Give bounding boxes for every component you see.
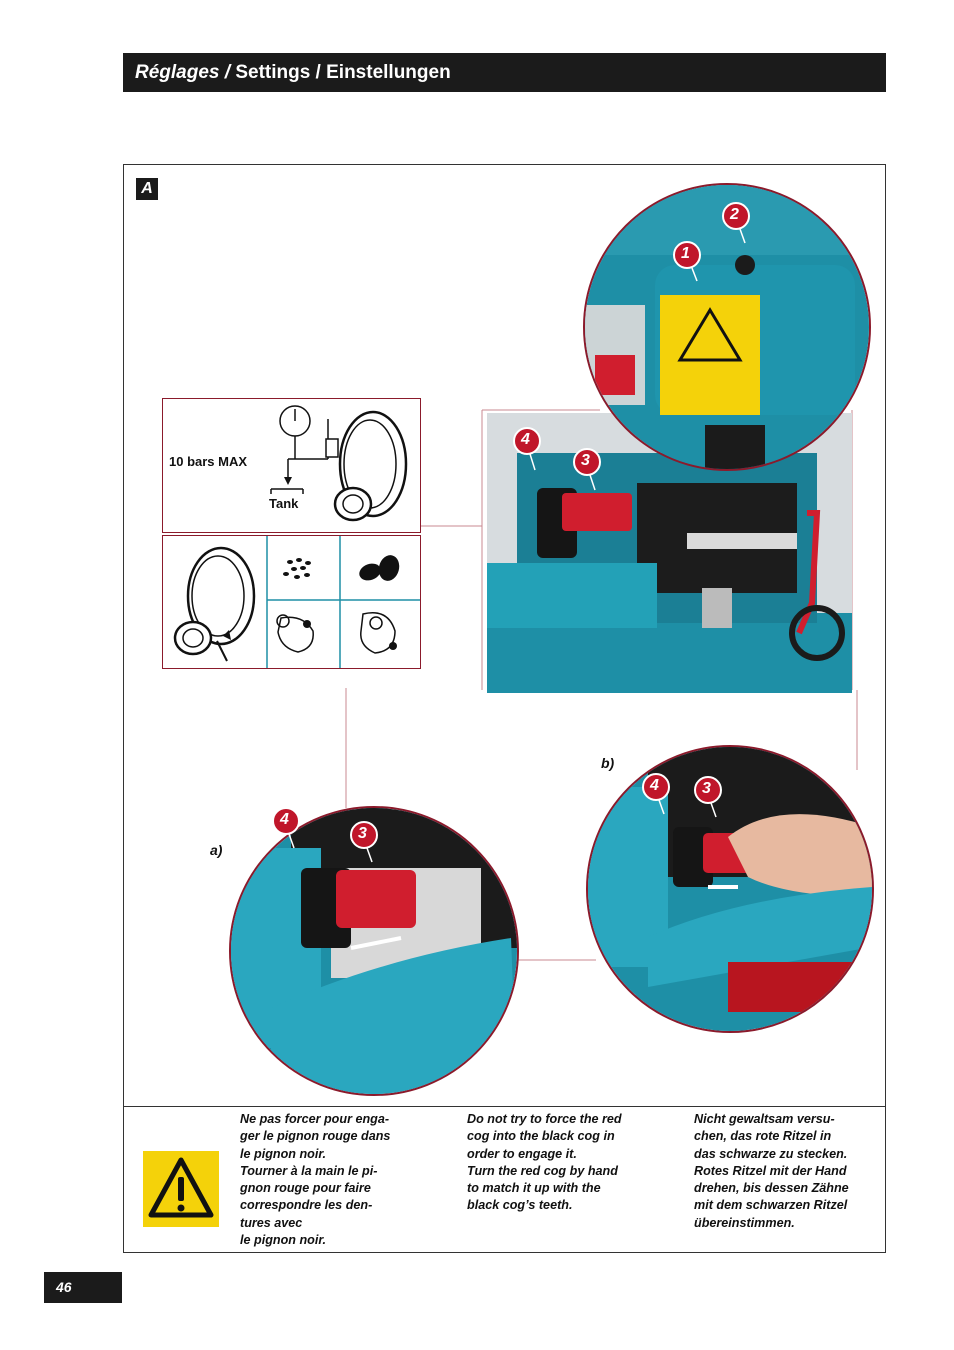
callout-mid-4 <box>513 427 541 471</box>
hopper-detail-photo <box>583 183 871 471</box>
warning-text-de: Nicht gewaltsam versu- chen, das rote Ri… <box>694 1111 874 1232</box>
warning-de: Nicht gewaltsam versu- chen, das rote Ri… <box>694 1112 849 1230</box>
callout-top-1-label: 1 <box>681 245 690 262</box>
seed-plate-grid <box>173 536 420 668</box>
callout-b-4 <box>642 773 670 815</box>
warning-en: Do not try to force the red cog into the… <box>467 1112 622 1213</box>
hopper-illustration <box>585 185 869 469</box>
pressure-label: 10 bars MAX <box>169 454 248 469</box>
warning-icon <box>143 1151 219 1227</box>
warning-text-fr: Ne pas forcer pour enga- ger le pignon r… <box>240 1111 445 1249</box>
callout-top-2 <box>722 202 750 244</box>
pressure-diagram: 10 bars MAX Tank <box>162 398 421 533</box>
warning-text-en: Do not try to force the red cog into the… <box>467 1111 677 1215</box>
seed-plate-table <box>162 535 421 669</box>
metering-unit-photo <box>487 413 852 693</box>
callout-mid-4-label: 4 <box>521 431 530 448</box>
engage-step-a-photo <box>229 806 519 1096</box>
callout-a-4 <box>272 807 300 849</box>
warning-fr: Ne pas forcer pour enga- ger le pignon r… <box>240 1112 391 1248</box>
figure-frame <box>123 164 886 1253</box>
callout-mid-3-label: 3 <box>581 452 590 469</box>
page-header: Réglages / Settings / Einstellungen <box>123 53 886 92</box>
tank-label: Tank <box>269 496 299 511</box>
caption-a: a) <box>210 842 223 858</box>
header-title-rest: Settings / Einstellungen <box>235 62 451 83</box>
callout-b-4-label: 4 <box>650 777 659 794</box>
step-a-illustration <box>231 808 517 1094</box>
callout-top-1 <box>673 241 701 282</box>
callout-a-4-label: 4 <box>280 811 289 828</box>
callout-top-2-label: 2 <box>730 206 739 223</box>
callout-a-3-label: 3 <box>358 825 367 842</box>
section-label: A <box>136 178 158 200</box>
metering-unit-illustration <box>487 413 852 693</box>
pressure-schematic <box>270 405 408 522</box>
warning-divider <box>123 1106 886 1107</box>
callout-a-3 <box>350 821 378 863</box>
header-title-fr: Réglages / <box>135 62 231 83</box>
callout-mid-3 <box>573 448 601 491</box>
callout-b-3-label: 3 <box>702 780 711 797</box>
caption-b: b) <box>601 755 615 771</box>
callout-b-3 <box>694 776 722 818</box>
page-number: 46 <box>44 1272 122 1303</box>
